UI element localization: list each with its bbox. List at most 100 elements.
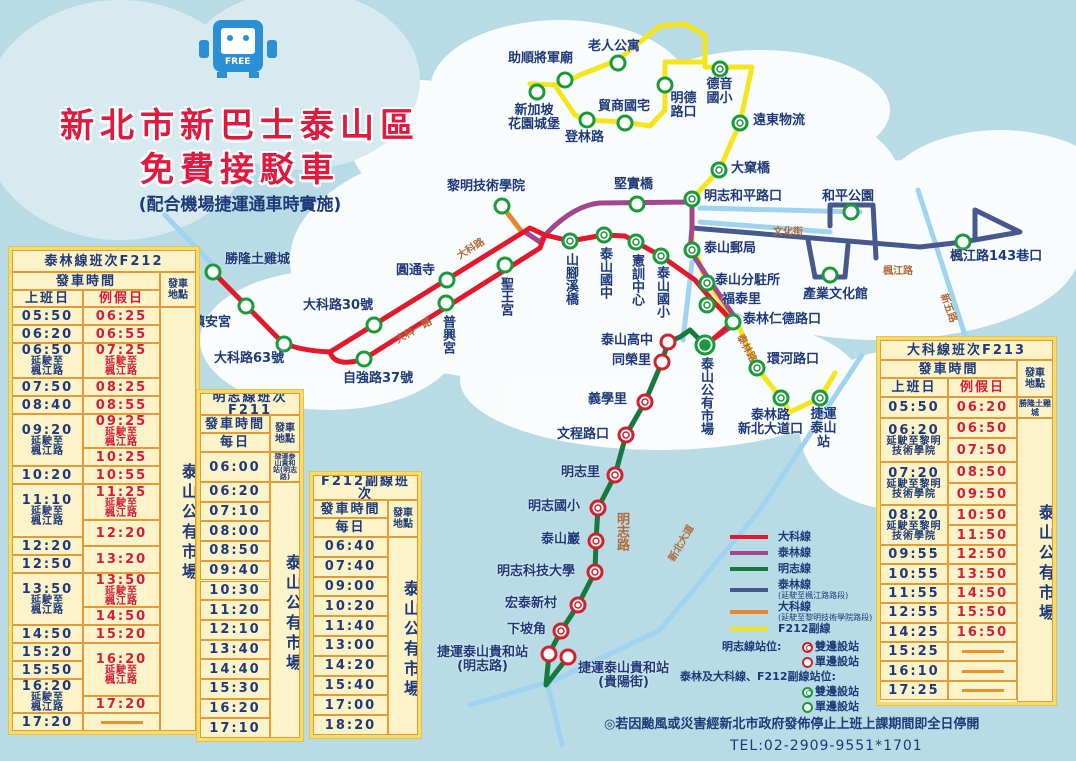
- station-marker: [587, 532, 605, 550]
- station-label: 泰林仁德路口: [743, 312, 822, 327]
- legend-stop-label: 單邊設站: [815, 700, 859, 713]
- depart-place: 泰山公有市場: [160, 307, 196, 731]
- timetable-cell: 11:40: [313, 616, 388, 636]
- legend-swatch: [730, 567, 768, 571]
- station-label: 福泰里: [722, 292, 762, 307]
- timetable-cell: 11:20: [200, 600, 270, 620]
- station-label: 新加坡花園城堡: [508, 104, 560, 132]
- departure-time: 09:50: [956, 486, 1009, 502]
- timetable-cell: 10:25: [83, 448, 160, 466]
- station-label: 環河路口: [767, 352, 820, 367]
- table-title: 明志線班次F211: [200, 393, 300, 415]
- legend-label: 明志線: [778, 563, 811, 575]
- legend-item: 泰林線: [730, 547, 811, 559]
- station-marker: [698, 296, 716, 314]
- departure-time: 14:20: [324, 658, 377, 674]
- extension-note: 延駛至楓江路: [31, 435, 64, 457]
- timetable-cell: 12:50: [948, 545, 1017, 565]
- station-label: 義學里: [588, 392, 628, 407]
- legend-stop-label: 明志線站位:: [722, 640, 782, 653]
- timetable-cell: 08:00: [200, 521, 270, 542]
- depart-place-header: 發車地點: [388, 500, 418, 537]
- extension-note: 延駛至楓江路: [105, 356, 138, 377]
- timetable-cell: 16:20: [200, 698, 270, 719]
- departure-time: 07:50: [956, 442, 1009, 458]
- station-marker: [683, 241, 701, 259]
- station-label: 捷運泰山站: [810, 407, 837, 450]
- no-service-dash: [961, 650, 1004, 654]
- departure-time: 11:40: [324, 618, 377, 634]
- timetable-cell: 13:50: [948, 564, 1017, 584]
- bus-icon: [199, 20, 277, 78]
- timetable-cell: 15:20: [12, 643, 83, 661]
- station-marker: [954, 233, 972, 251]
- departure-time: 15:50: [21, 662, 74, 678]
- timetable-cell: 17:25: [880, 680, 948, 701]
- timetable-cell: 10:20: [12, 466, 83, 484]
- departure-time: 12:10: [209, 622, 261, 638]
- departure-time: 16:50: [956, 624, 1009, 640]
- station-label-line: 新加坡: [514, 103, 554, 118]
- departure-time: 16:10: [888, 663, 940, 679]
- departure-time: 10:30: [209, 582, 261, 598]
- first-depart-place: 勝隆土雞城: [1017, 397, 1053, 418]
- extension-note: 延駛至黎明技術學院: [886, 520, 942, 542]
- station-marker: [811, 389, 829, 407]
- station-label: 圓通寺: [396, 263, 436, 278]
- departure-time: 15:50: [956, 605, 1009, 621]
- departure-time: 14:50: [21, 626, 74, 642]
- station-marker: [821, 266, 839, 284]
- station-marker: [616, 114, 634, 132]
- daily-header: 每日: [313, 518, 388, 537]
- weekday-header: 上班日: [12, 290, 83, 307]
- daily-header: 每日: [200, 433, 270, 452]
- timetable-cell: 06:20: [12, 325, 83, 343]
- extension-note: 延駛至楓江路: [105, 426, 138, 448]
- departure-time: 13:20: [95, 552, 148, 567]
- station-label-line: (貴陽街): [598, 675, 649, 690]
- depart-place-header: 發車地點: [160, 272, 196, 307]
- table-title: 大科線班次F213: [880, 340, 1053, 360]
- departure-time: 06:50: [956, 420, 1009, 436]
- extension-note: 延駛至楓江路: [31, 506, 64, 527]
- timetable-cell: 09:50: [948, 483, 1017, 505]
- departure-time: 08:50: [956, 465, 1009, 480]
- departure-time: 05:50: [888, 400, 940, 415]
- legend-label: 泰林線: [778, 547, 811, 559]
- departure-time: 07:40: [324, 559, 377, 575]
- station-marker: [628, 195, 646, 213]
- timetable-cell: 15:50: [12, 661, 83, 679]
- legend-label: 大科線: [778, 531, 811, 543]
- station-marker: [438, 271, 456, 289]
- departure-time: 16:20: [209, 701, 261, 717]
- station-marker: [694, 334, 716, 356]
- extension-note: 延駛至黎明技術學院: [886, 435, 942, 457]
- timetable-cell: 07:10: [200, 501, 270, 522]
- departure-time: 15:40: [324, 677, 377, 693]
- legend-item: 明志線: [730, 563, 811, 575]
- legend-label-text: 明志線: [778, 562, 811, 575]
- station-label: 大科路63號: [214, 351, 285, 366]
- departure-time: 18:20: [324, 717, 377, 733]
- departure-time: 09:55: [888, 547, 940, 563]
- station-marker: [772, 389, 790, 407]
- station-marker: [698, 274, 716, 292]
- station-marker: [617, 426, 635, 444]
- station-marker: [711, 60, 729, 78]
- timetable-cell: [948, 680, 1017, 701]
- legend-label: 泰林線(延駛至楓江路路段): [778, 579, 848, 601]
- station-label: 產業文化館: [803, 287, 869, 302]
- timetable-cell: 06:20: [948, 397, 1017, 418]
- legend-label: F212副線: [778, 623, 830, 635]
- station-label-line: 泰林路: [751, 408, 791, 423]
- legend-stop-heading: 泰林及大科線、F212副線站位:: [680, 671, 836, 683]
- timetable-cell: 13:00: [313, 636, 388, 656]
- timetable-cell: 13:40: [200, 639, 270, 660]
- legend-label-text: F212副線: [778, 622, 831, 635]
- station-label: 聖王宮: [498, 277, 513, 316]
- station-marker: [710, 161, 728, 179]
